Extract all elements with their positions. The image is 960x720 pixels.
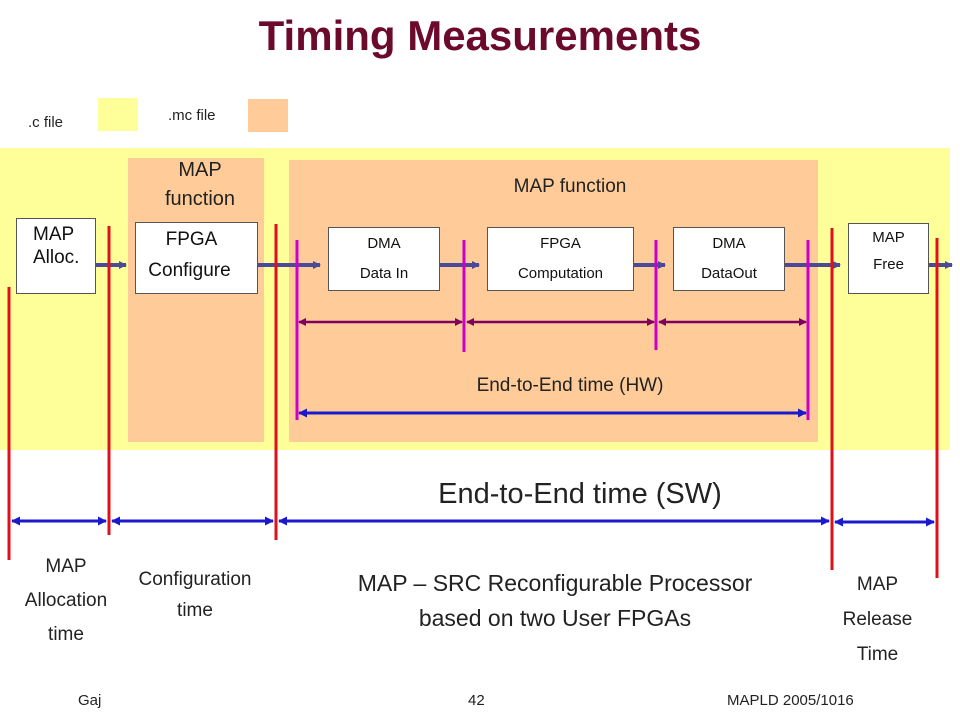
- map-function-small-line1: MAP: [178, 159, 222, 181]
- fpga-configure-line2: Configure: [148, 260, 231, 281]
- map-allocation-time-label: MAP Allocation time: [6, 550, 126, 652]
- map-function-small-line2: function: [164, 188, 236, 210]
- fpga-configure-box: FPGA Configure: [135, 222, 258, 294]
- map-release-time-label: MAP Release Time: [820, 567, 935, 672]
- configuration-time-line2: time: [177, 600, 213, 621]
- legend-c-file-swatch: [98, 98, 138, 131]
- map-alloc-line1: MAP: [33, 224, 75, 245]
- end-to-end-hw-label: End-to-End time (HW): [476, 375, 664, 396]
- legend-c-file-label: .c file: [28, 114, 64, 131]
- map-free-line1: MAP: [872, 229, 905, 246]
- map-function-region-large: [289, 160, 818, 442]
- footer-page-number: 42: [468, 692, 485, 709]
- map-free-box: MAP Free: [848, 223, 929, 294]
- legend-mc-file-swatch: [248, 99, 288, 132]
- dma-data-in-box: DMA Data In: [328, 227, 440, 291]
- configuration-time-line1: Configuration: [138, 569, 252, 590]
- map-function-region-small: [128, 158, 264, 442]
- map-function-large-label: MAP function: [513, 176, 627, 197]
- map-release-time-line3: Time: [856, 644, 899, 665]
- processor-description: MAP – SRC Reconfigurable Processor based…: [300, 566, 810, 636]
- dma-data-out-line1: DMA: [712, 235, 746, 252]
- map-allocation-time-line1: MAP: [45, 556, 87, 577]
- map-free-line2: Free: [873, 256, 904, 273]
- map-alloc-line2: Alloc.: [33, 247, 80, 268]
- legend-mc-file-label: .mc file: [168, 107, 216, 124]
- fpga-computation-line2: Computation: [517, 265, 604, 282]
- end-to-end-sw-label: End-to-End time (SW): [438, 478, 722, 510]
- processor-description-line2: based on two User FPGAs: [418, 605, 692, 631]
- page-title: Timing Measurements: [258, 12, 702, 59]
- fpga-computation-box: FPGA Computation: [487, 227, 634, 291]
- map-allocation-time-line3: time: [48, 624, 84, 645]
- configuration-time-label: Configuration time: [115, 564, 275, 626]
- fpga-computation-line1: FPGA: [540, 235, 581, 252]
- footer-event: MAPLD 2005/1016: [727, 692, 854, 709]
- dma-data-in-line1: DMA: [367, 235, 401, 252]
- fpga-configure-line1: FPGA: [165, 229, 218, 250]
- map-release-time-line1: MAP: [856, 574, 899, 595]
- dma-data-in-line2: Data In: [359, 265, 409, 282]
- map-release-time-line2: Release: [842, 609, 913, 630]
- dma-data-out-box: DMA DataOut: [673, 227, 785, 291]
- processor-description-line1: MAP – SRC Reconfigurable Processor: [357, 570, 753, 596]
- footer-author: Gaj: [78, 692, 102, 709]
- map-alloc-box: MAP Alloc.: [16, 218, 96, 294]
- dma-data-out-line2: DataOut: [701, 265, 757, 282]
- map-function-small-label: MAP function: [140, 156, 260, 214]
- map-allocation-time-line2: Allocation: [24, 590, 108, 611]
